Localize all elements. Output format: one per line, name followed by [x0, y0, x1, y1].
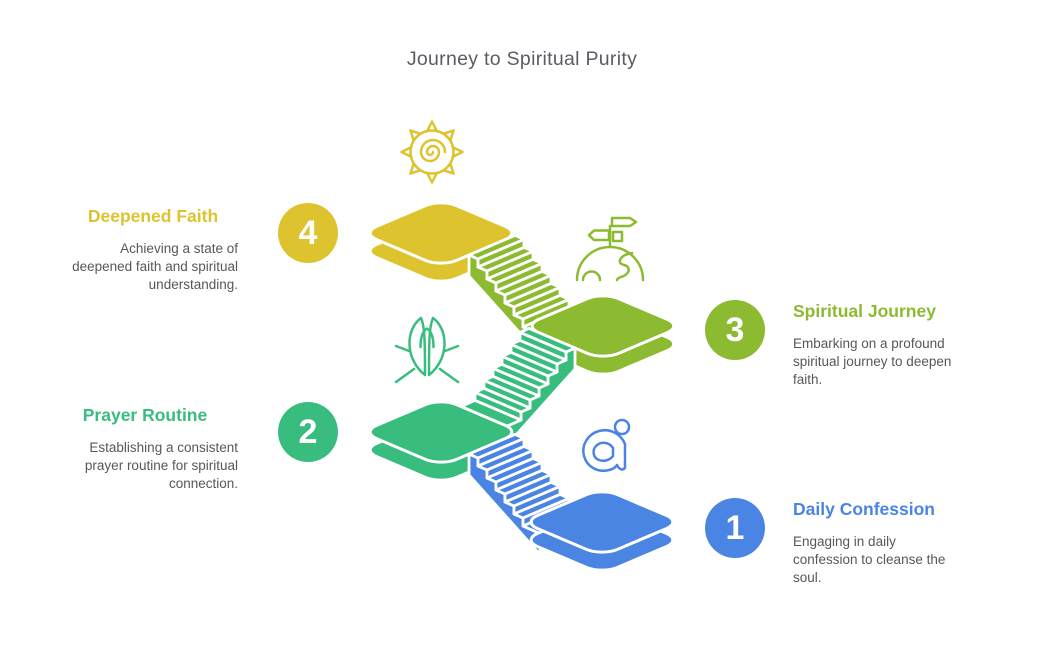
- step-1-number-badge: 1: [705, 498, 765, 558]
- step-3-description: Embarking on a profound spiritual journe…: [793, 336, 952, 387]
- step-4-number-badge: 4: [278, 203, 338, 263]
- step-3-block: Spiritual Journey Embarking on a profoun…: [793, 301, 979, 389]
- step-1-block: Daily Confession Engaging in daily confe…: [793, 499, 961, 587]
- praying-hands-icon: [394, 316, 460, 384]
- step-1-title: Daily Confession: [793, 499, 935, 519]
- step-3-number-badge: 3: [705, 300, 765, 360]
- step-2-description: Establishing a consistent prayer routine…: [84, 440, 238, 491]
- step-2-title: Prayer Routine: [82, 405, 208, 425]
- step-4-title: Deepened Faith: [87, 206, 219, 226]
- signpost-globe-icon: [575, 216, 645, 282]
- step-4-block: Deepened Faith Achieving a state of deep…: [68, 206, 238, 294]
- sun-spiral-icon: [400, 120, 464, 184]
- step-1-description: Engaging in daily confession to cleanse …: [793, 534, 946, 585]
- step-2-number-badge: 2: [278, 402, 338, 462]
- platform-step-1: [522, 488, 682, 574]
- step-3-title: Spiritual Journey: [793, 301, 936, 321]
- step-2-block: Prayer Routine Establishing a consistent…: [52, 405, 238, 493]
- bowing-person-icon: [582, 418, 631, 472]
- page-title: Journey to Spiritual Purity: [406, 48, 638, 70]
- staircase-3-to-2: [456, 326, 577, 451]
- step-4-description: Achieving a state of deepened faith and …: [72, 241, 238, 292]
